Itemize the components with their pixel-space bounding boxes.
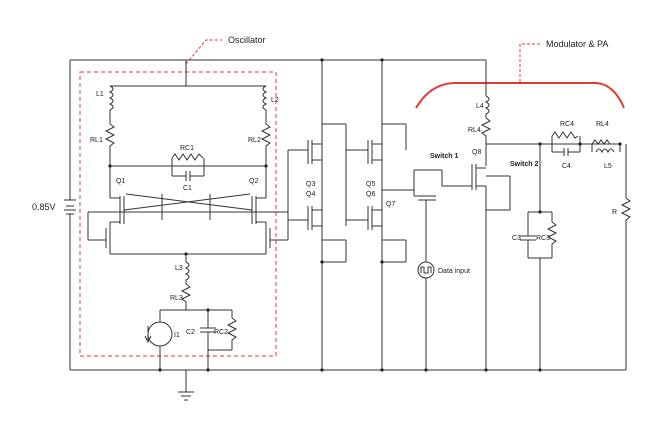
l1-label: L1 xyxy=(96,91,104,98)
rl3-label: RL3 xyxy=(170,295,183,302)
c4-label: C4 xyxy=(562,163,571,170)
modulator-pa: L4 RL4 Q8 Switch 2 RC4 C4 RL4 L5 xyxy=(442,60,632,372)
rc3-label: RC3 xyxy=(536,235,550,242)
modulator-callout: Modulator & PA xyxy=(415,39,625,109)
q5-label: Q5 xyxy=(366,181,375,188)
oscillator-callout: Oscillator xyxy=(79,35,277,357)
c2-label: C2 xyxy=(186,329,195,336)
switch-2-label: Switch 2 xyxy=(510,161,539,168)
q1-q2-pair: Q1 Q2 xyxy=(87,166,289,256)
switch-1-label: Switch 1 xyxy=(430,153,459,160)
c1-label: C1 xyxy=(183,185,192,192)
q8-label: Q8 xyxy=(472,149,481,156)
switch-1: Switch 1 Data input xyxy=(382,153,470,372)
q6-label: Q6 xyxy=(366,191,375,198)
supply-frame: 0.85V xyxy=(32,59,626,401)
r-label: R xyxy=(612,209,617,216)
rl2-label: RL2 xyxy=(248,137,261,144)
l5-label: L5 xyxy=(604,163,612,170)
i1-label: I1 xyxy=(174,332,180,339)
c3-label: C3 xyxy=(512,235,521,242)
oscillator-tank: L1 L2 RL1 RL2 RC1 C1 xyxy=(90,60,279,192)
bias-source: L3 RL3 I1 C2 RC2 xyxy=(144,254,238,372)
q7-label: Q7 xyxy=(386,201,395,208)
q4-label: Q4 xyxy=(306,191,315,198)
rc1-label: RC1 xyxy=(180,145,194,152)
rl4-label-1: RL4 xyxy=(468,127,481,134)
rl1-label: RL1 xyxy=(90,137,103,144)
l2-label: L2 xyxy=(271,97,279,104)
inverter-chain: Q3 Q4 Q5 Q6 Q7 xyxy=(287,58,407,372)
rc4-label: RC4 xyxy=(560,121,574,128)
supply-voltage-label: 0.85V xyxy=(32,202,56,212)
data-input-label: Data input xyxy=(438,268,470,275)
l3-label: L3 xyxy=(175,265,183,272)
rl4-label-2: RL4 xyxy=(596,121,609,128)
l4-label: L4 xyxy=(476,103,484,110)
rc2-label: RC2 xyxy=(214,329,228,336)
modulator-pa-label: Modulator & PA xyxy=(546,39,608,49)
q3-label: Q3 xyxy=(306,181,315,188)
oscillator-label: Oscillator xyxy=(228,35,266,45)
q2-label: Q2 xyxy=(249,178,258,185)
q1-label: Q1 xyxy=(116,178,125,185)
